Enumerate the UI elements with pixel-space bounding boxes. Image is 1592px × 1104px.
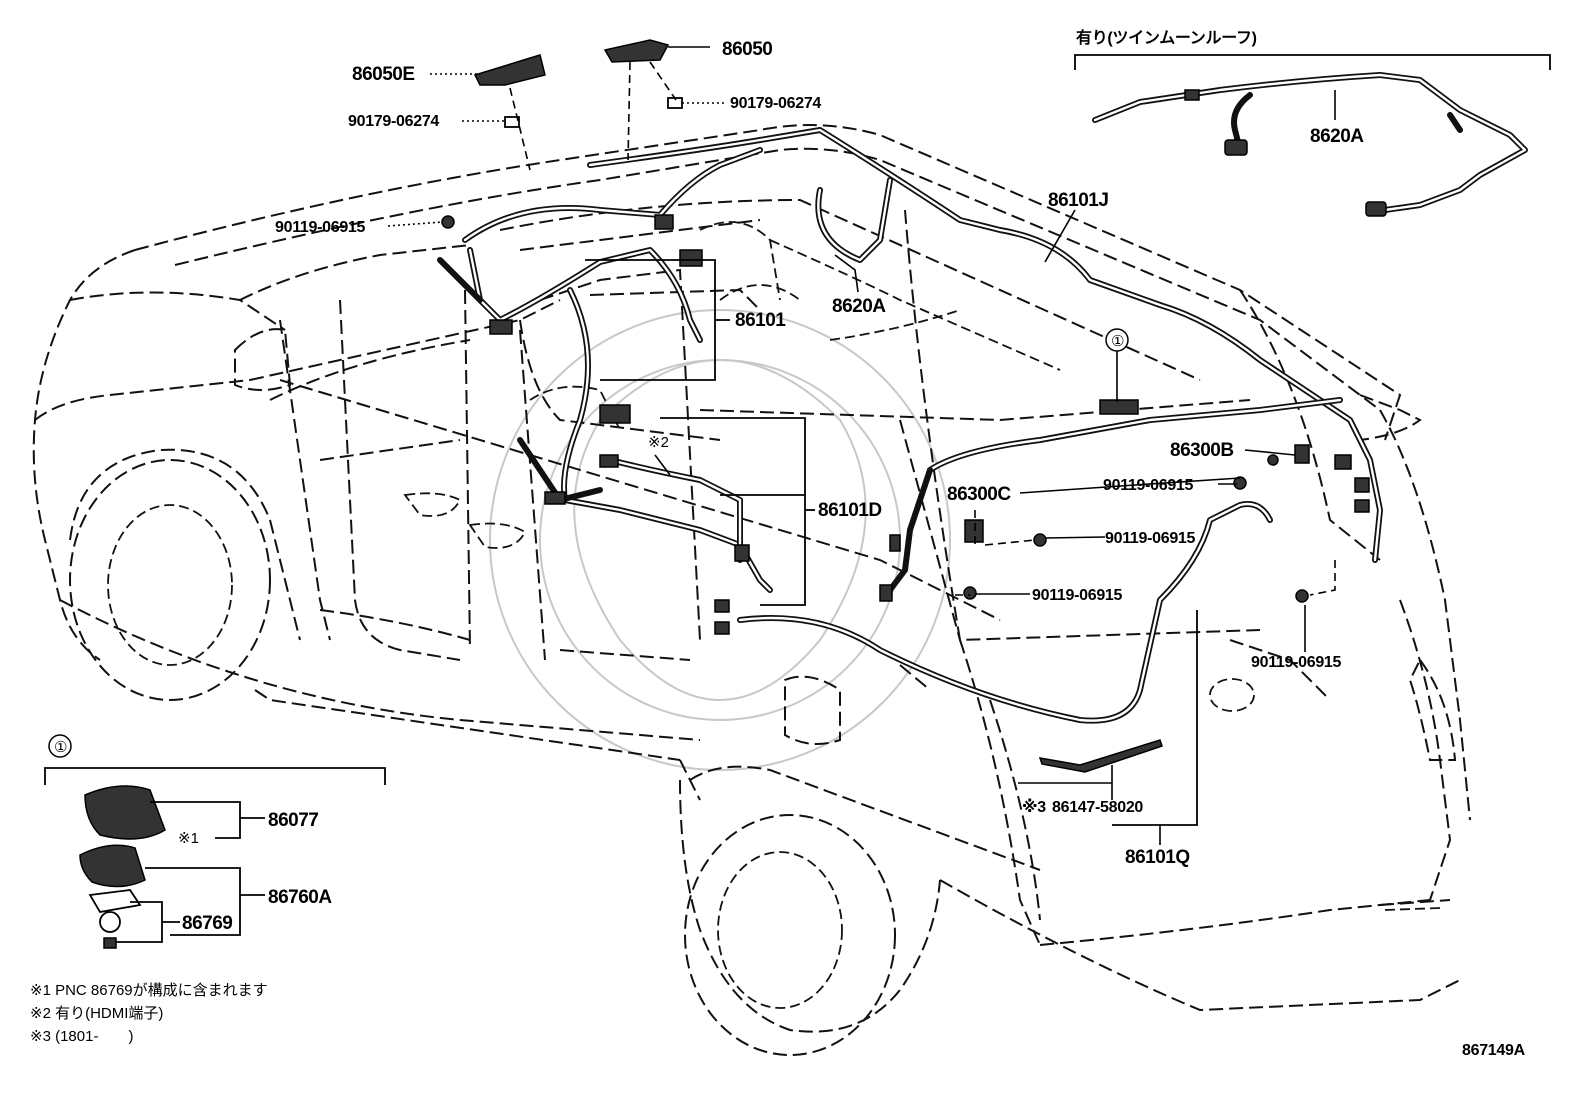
label-86300C: 86300C (947, 484, 1011, 505)
circle-ref-main: ① (1105, 328, 1129, 352)
footnote-1: ※1 PNC 86769が構成に含まれます (30, 982, 268, 999)
label-86760A: 86760A (268, 887, 332, 908)
label-note2-mark: ※2 (648, 434, 669, 451)
vehicle-body-outline (32, 124, 1471, 1056)
label-90119-r3: 90119-06915 (1032, 587, 1123, 604)
roof-harness-86101J (587, 127, 1383, 563)
label-86101D: 86101D (818, 500, 882, 521)
label-8620A-right: 8620A (1310, 126, 1364, 147)
label-86050E: 86050E (352, 64, 415, 85)
label-86300B: 86300B (1170, 440, 1234, 461)
label-90179-left: 90179-06274 (348, 113, 439, 130)
label-90179-right: 90179-06274 (730, 95, 821, 112)
footnote-3: ※3 (1801- ) (30, 1028, 133, 1045)
part-86050E-shape (473, 54, 546, 128)
leader-lines (387, 46, 1551, 845)
label-8620A-center: 8620A (832, 296, 886, 317)
label-86050: 86050 (722, 39, 772, 60)
label-86147-mark: ※3 (1022, 798, 1046, 816)
label-86101Q: 86101Q (1125, 847, 1190, 868)
svg-text:①: ① (1111, 333, 1124, 350)
label-90119-r2: 90119-06915 (1105, 530, 1196, 547)
label-86101J: 86101J (1048, 190, 1108, 211)
circle-ref-detail: ① (48, 734, 72, 758)
harness-86101D (517, 287, 773, 593)
label-90119-r1: 90119-06915 (1103, 477, 1194, 494)
part-86050-shape (603, 39, 683, 109)
label-86147-58020: 86147-58020 (1052, 799, 1143, 816)
moonroof-harness-8620A (1092, 72, 1528, 217)
harness-86101Q (737, 397, 1343, 724)
connectors (489, 214, 1370, 635)
label-90119-top: 90119-06915 (275, 219, 366, 236)
label-90119-r4: 90119-06915 (1251, 654, 1342, 671)
diagram-id: 867149A (1462, 1042, 1526, 1059)
label-86769: 86769 (182, 913, 232, 934)
label-86077-mark: ※1 (178, 830, 199, 847)
harness-86101 (437, 147, 893, 343)
label-86101: 86101 (735, 310, 786, 331)
part-90119-top-shape (441, 215, 455, 229)
label-86077: 86077 (268, 810, 318, 831)
part-86147-58020-shape (1038, 739, 1163, 773)
svg-text:①: ① (54, 739, 67, 756)
label-option-moonroof: 有り(ツインムーンルーフ) (1076, 28, 1257, 47)
footnote-2: ※2 有り(HDMI端子) (30, 1005, 163, 1022)
detail-antenna (44, 767, 386, 949)
